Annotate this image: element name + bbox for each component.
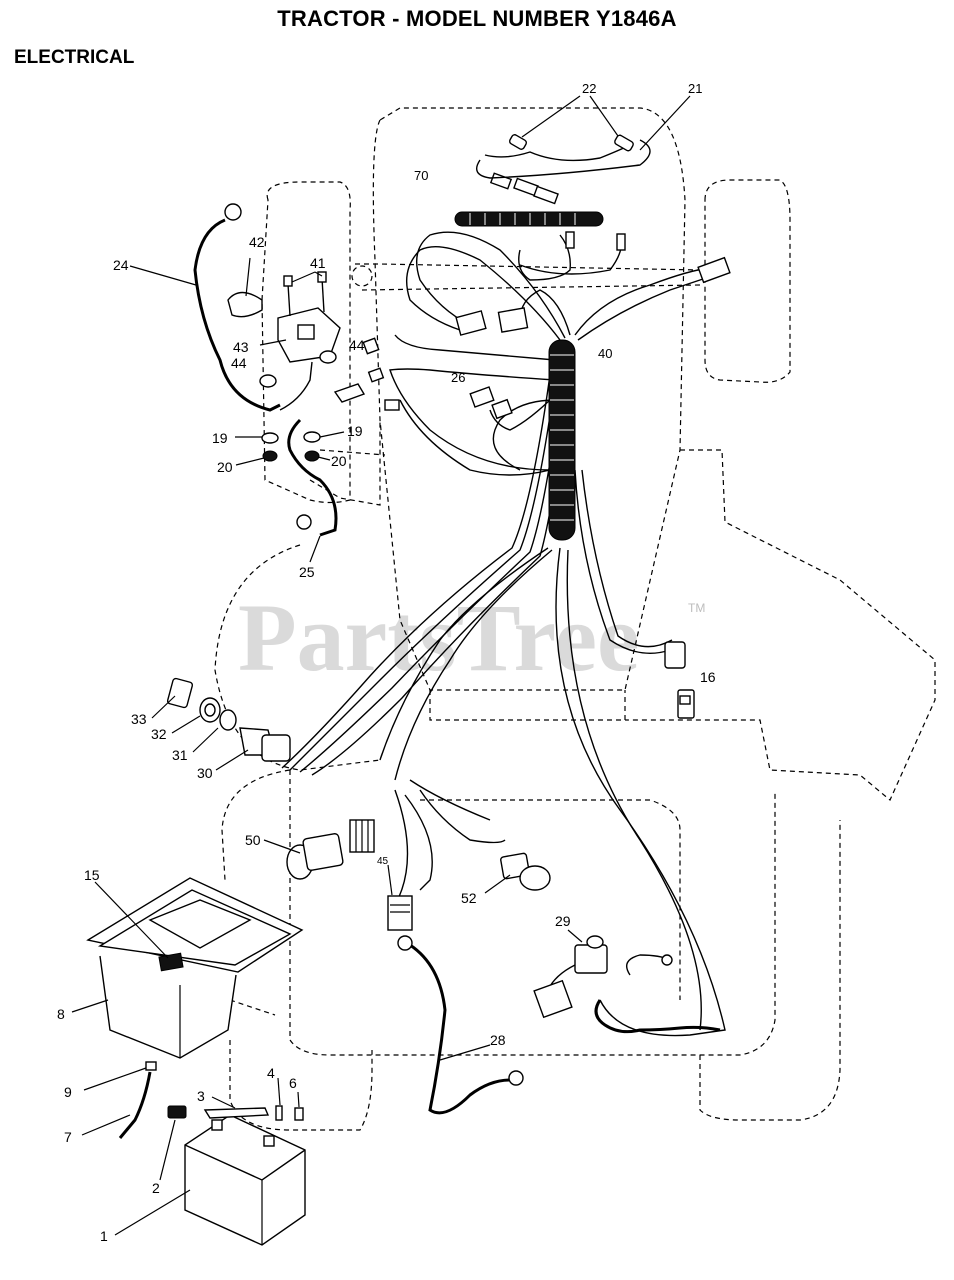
fuse-45: [387, 864, 413, 931]
callout-19-right: 19: [347, 423, 363, 439]
callout-25: 25: [299, 564, 315, 580]
callout-70: 70: [414, 168, 428, 183]
callout-22: 22: [582, 81, 596, 96]
callout-28: 28: [490, 1032, 506, 1048]
callout-20-right: 20: [331, 453, 347, 469]
headlight-harness-70: [454, 172, 626, 251]
callout-41: 41: [310, 255, 326, 271]
callout-52: 52: [461, 890, 477, 906]
callout-40: 40: [598, 346, 612, 361]
battery: [81, 1061, 306, 1246]
battery-cable-28: [397, 935, 524, 1115]
ignition-switch: [151, 677, 291, 771]
callout-8: 8: [57, 1006, 65, 1022]
harness-wrap-40: [548, 339, 576, 541]
callout-42: 42: [249, 234, 265, 250]
callout-4: 4: [267, 1065, 275, 1081]
callout-7: 7: [64, 1129, 72, 1145]
coiled-wire: [594, 954, 721, 1034]
callout-50: 50: [245, 832, 261, 848]
section-heading: ELECTRICAL: [14, 47, 135, 68]
callout-29: 29: [555, 913, 571, 929]
solenoid-assembly: [227, 257, 366, 466]
callout-26: 26: [451, 370, 465, 385]
callout-20-left: 20: [217, 459, 233, 475]
callout-9: 9: [64, 1084, 72, 1100]
callout-31: 31: [172, 747, 188, 763]
wiring-harness: [281, 231, 726, 1037]
callout-16: 16: [700, 669, 716, 685]
callout-2: 2: [152, 1180, 160, 1196]
page-title: TRACTOR - MODEL NUMBER Y1846A: [277, 6, 677, 31]
watermark: PartsTree: [238, 584, 640, 691]
callout-labels: 22 21 70 24 42 41 43 44 44 40 26 19 19 2…: [57, 81, 716, 1244]
callout-1: 1: [100, 1228, 108, 1244]
callout-21: 21: [688, 81, 702, 96]
callout-43: 43: [233, 339, 249, 355]
watermark-tm: TM: [688, 601, 705, 615]
callout-24: 24: [113, 257, 129, 273]
callout-30: 30: [197, 765, 213, 781]
pto-switch-50: [263, 833, 344, 880]
switch-29: [533, 929, 608, 1019]
callout-33: 33: [131, 711, 147, 727]
ground-cable-25: [287, 418, 338, 563]
callout-45: 45: [377, 856, 389, 867]
callout-44-left: 44: [231, 355, 247, 371]
callout-19-left: 19: [212, 430, 228, 446]
seat-switch-52: [484, 852, 551, 894]
headlight-wires-21: [476, 95, 691, 179]
callout-6: 6: [289, 1075, 297, 1091]
battery-cable-24: [129, 203, 281, 412]
callout-44-right: 44: [349, 337, 365, 353]
callout-3: 3: [197, 1088, 205, 1104]
callout-15: 15: [84, 867, 100, 883]
tractor-outline: [214, 107, 936, 1131]
connectors: [349, 256, 731, 853]
callout-32: 32: [151, 726, 167, 742]
battery-tray: [71, 877, 304, 1059]
